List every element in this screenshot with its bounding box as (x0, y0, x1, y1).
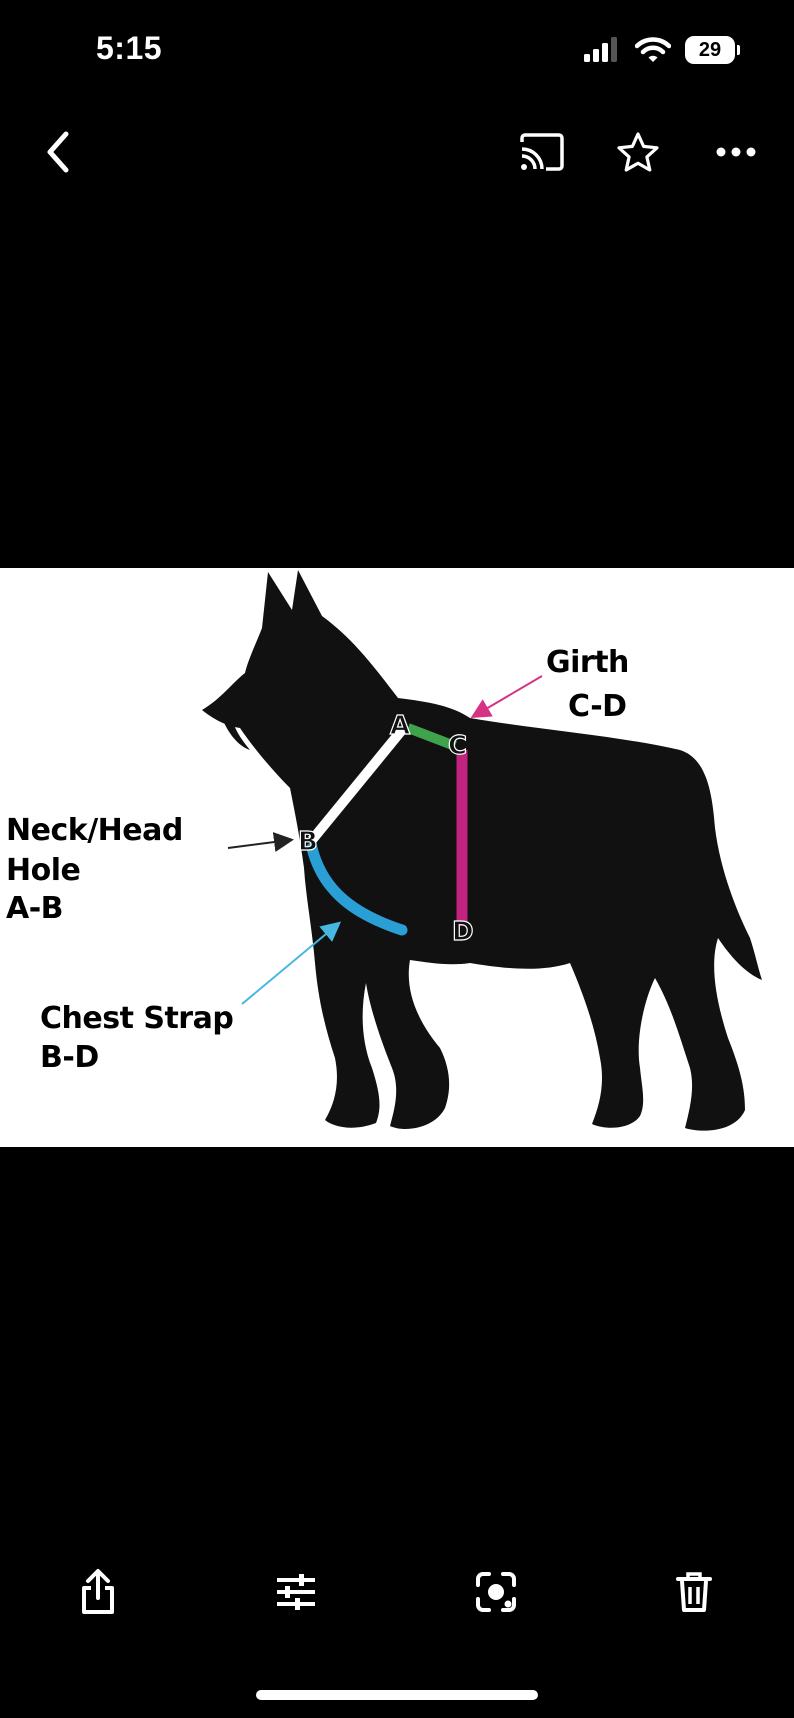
edit-button[interactable] (264, 1560, 328, 1624)
chest-pointer-arrow (241, 921, 342, 1005)
point-c-marker: C (447, 730, 467, 761)
delete-button[interactable] (662, 1560, 726, 1624)
trash-icon (676, 1572, 712, 1612)
status-time: 5:15 (96, 30, 163, 66)
edit-sliders-icon (277, 1574, 315, 1610)
wifi-icon (635, 37, 671, 62)
more-options-button[interactable] (706, 122, 766, 182)
cast-icon (520, 133, 564, 171)
photo-image: A B C D Girth C-D Neck/Head Hole A-B Che… (0, 568, 794, 1147)
svg-text:B: B (298, 827, 318, 857)
neck-pointer-arrow (227, 832, 294, 852)
dog-silhouette (202, 570, 762, 1131)
more-horizontal-icon (716, 147, 756, 157)
battery-icon: 29 (685, 36, 740, 64)
lens-icon (476, 1572, 516, 1612)
back-button[interactable] (28, 122, 88, 182)
neck-head-label: Neck/Head (6, 813, 183, 848)
favorite-button[interactable] (608, 122, 668, 182)
svg-text:C: C (448, 731, 467, 761)
share-button[interactable] (66, 1560, 130, 1624)
lens-button[interactable] (464, 1560, 528, 1624)
svg-text:D: D (452, 917, 474, 947)
chest-strap-label: Chest Strap (40, 1001, 234, 1036)
girth-code-label: C-D (568, 689, 627, 724)
neck-code-label: A-B (6, 891, 64, 926)
girth-label: Girth (546, 645, 629, 680)
chest-strap-code-label: B-D (40, 1040, 99, 1075)
point-a-marker: A (389, 710, 410, 741)
battery-level: 29 (685, 36, 735, 64)
neck-line-a-b (308, 726, 406, 844)
cast-button[interactable] (512, 122, 572, 182)
point-d-marker: D (451, 916, 474, 947)
home-indicator[interactable] (256, 1690, 538, 1700)
share-icon (82, 1569, 114, 1614)
star-icon (617, 132, 659, 172)
point-b-marker: B (297, 826, 318, 857)
svg-text:A: A (390, 711, 410, 741)
girth-pointer-arrow (470, 675, 543, 719)
status-icons: 29 (583, 36, 740, 64)
a-c-segment-line (406, 723, 457, 751)
cellular-signal-icon (584, 37, 617, 62)
neck-hole-label: Hole (6, 853, 81, 888)
back-chevron-icon (47, 131, 69, 173)
chest-strap-line-b-d (306, 842, 408, 936)
